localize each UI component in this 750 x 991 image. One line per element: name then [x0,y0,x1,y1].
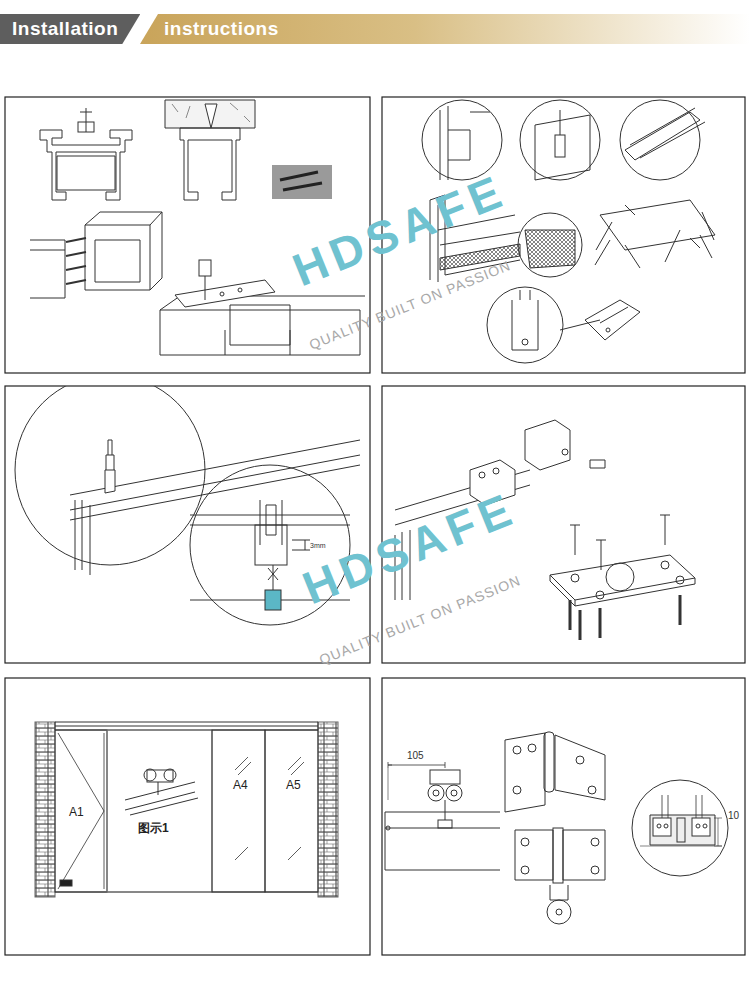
panel-label: A1 [69,806,84,818]
header-text: Installation [12,14,118,44]
dimension-label: 105 [407,751,424,761]
header-band: Installation [0,14,140,44]
header-band: instructions [140,14,750,44]
panel-label: A4 [233,779,248,791]
figure-label: 图示1 [138,822,169,834]
header-text: instructions [164,14,279,44]
track-assembly-drawing [30,100,365,355]
panel-label: A5 [286,779,301,791]
panel-frames [5,97,745,955]
hinge-drawing [385,732,728,924]
dimension-label: 10 [728,811,739,821]
door-layout-drawing [35,722,338,897]
glass-clamp-drawing [422,100,715,363]
dimension-label: 3mm [310,542,326,549]
